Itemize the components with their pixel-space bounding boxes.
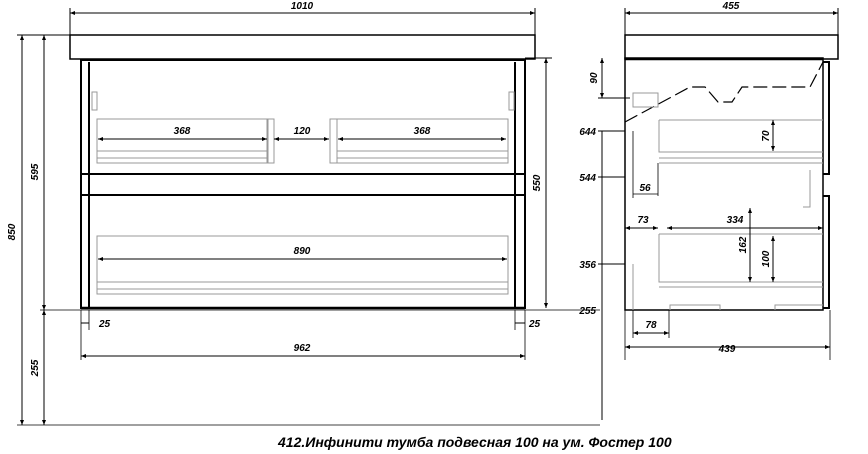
dim-lower-drawer-height: 100 bbox=[761, 250, 772, 267]
middle-rail bbox=[80, 173, 526, 196]
level-356: 356 bbox=[579, 260, 596, 271]
dim-lower-drawer-outer: 162 bbox=[738, 236, 749, 253]
dim-body-height: 550 bbox=[532, 174, 543, 191]
dim-overall-width: 1010 bbox=[291, 1, 314, 12]
dim-drawer-gap: 120 bbox=[294, 126, 311, 137]
countertop-front bbox=[69, 34, 536, 60]
dim-recess: 56 bbox=[639, 183, 651, 194]
level-644: 644 bbox=[579, 127, 596, 138]
dim-top-offset: 90 bbox=[589, 72, 600, 84]
cabinet-body-front bbox=[80, 59, 526, 309]
dim-drawer-right: 368 bbox=[414, 126, 431, 137]
dim-offset-73: 73 bbox=[637, 215, 649, 226]
countertop-side bbox=[624, 34, 839, 60]
level-255: 255 bbox=[578, 306, 596, 317]
dim-top-height: 595 bbox=[30, 163, 41, 180]
front-view: 1010 368 120 368 890 850 595 255 550 25 … bbox=[7, 1, 600, 426]
dim-drawer-depth: 334 bbox=[727, 215, 744, 226]
side-view: 455 90 644 544 356 255 56 73 334 70 162 … bbox=[578, 1, 839, 420]
level-544: 544 bbox=[579, 173, 596, 184]
dim-drawer-left: 368 bbox=[174, 126, 191, 137]
cabinet-body-side bbox=[624, 57, 824, 311]
dim-side-offset-left: 25 bbox=[98, 319, 111, 330]
upper-drawers bbox=[91, 91, 515, 164]
drawer-fronts-side bbox=[823, 61, 830, 309]
dim-total-height: 850 bbox=[7, 223, 18, 240]
basin-outline bbox=[624, 61, 824, 123]
dim-body-width: 962 bbox=[294, 343, 311, 354]
dim-base-offset: 78 bbox=[645, 320, 657, 331]
drawing-caption: 412.Инфинити тумба подвесная 100 на ум. … bbox=[278, 434, 672, 450]
dim-body-depth: 439 bbox=[718, 344, 736, 355]
dim-lower-drawer: 890 bbox=[294, 246, 311, 257]
dim-upper-drawer-height: 70 bbox=[761, 130, 772, 142]
dim-side-offset-right: 25 bbox=[528, 319, 541, 330]
lower-drawer bbox=[96, 235, 509, 295]
dim-leg-height: 255 bbox=[30, 359, 41, 377]
dim-overall-depth: 455 bbox=[722, 1, 740, 12]
